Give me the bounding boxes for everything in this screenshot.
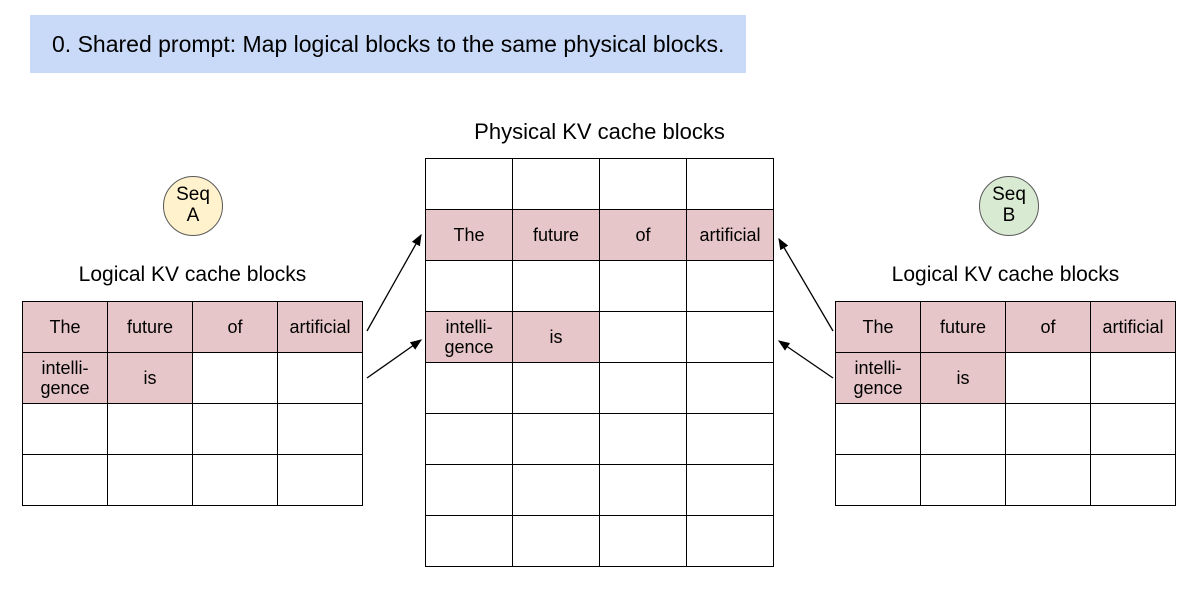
empty-cell — [426, 465, 513, 516]
empty-cell — [836, 404, 921, 455]
seq-b-badge: Seq B — [979, 176, 1039, 236]
empty-cell — [1006, 455, 1091, 506]
seq-a-badge: Seq A — [163, 176, 223, 236]
table-row — [23, 404, 363, 455]
seq-a-line1: Seq — [176, 184, 210, 206]
token-cell: intelli- gence — [426, 312, 513, 363]
token-cell: of — [1006, 302, 1091, 353]
arrow-seq-b-block0 — [778, 237, 834, 332]
title-banner: 0. Shared prompt: Map logical blocks to … — [30, 15, 747, 73]
empty-cell — [687, 312, 774, 363]
empty-cell — [687, 465, 774, 516]
empty-cell — [426, 414, 513, 465]
seq-b-line1: Seq — [992, 184, 1026, 206]
arrow-seq-a-block0 — [366, 233, 422, 332]
empty-cell — [836, 455, 921, 506]
empty-cell — [600, 516, 687, 567]
arrow-seq-b-block1 — [777, 340, 834, 379]
token-cell: of — [600, 210, 687, 261]
token-cell: is — [513, 312, 600, 363]
empty-cell — [513, 363, 600, 414]
empty-cell — [600, 465, 687, 516]
empty-cell — [23, 404, 108, 455]
empty-cell — [23, 455, 108, 506]
empty-cell — [426, 159, 513, 210]
token-cell: artificial — [1091, 302, 1176, 353]
token-cell: intelli- gence — [23, 353, 108, 404]
table-row — [23, 455, 363, 506]
empty-cell — [278, 404, 363, 455]
empty-cell — [1091, 404, 1176, 455]
token-cell: artificial — [278, 302, 363, 353]
token-cell: intelli- gence — [836, 353, 921, 404]
empty-cell — [600, 159, 687, 210]
empty-cell — [193, 404, 278, 455]
empty-cell — [426, 516, 513, 567]
empty-cell — [1006, 353, 1091, 404]
logical-a-table-label: Logical KV cache blocks — [78, 263, 307, 286]
empty-cell — [513, 465, 600, 516]
empty-cell — [687, 516, 774, 567]
empty-cell — [513, 159, 600, 210]
table-row — [426, 159, 774, 210]
empty-cell — [600, 261, 687, 312]
empty-cell — [1006, 404, 1091, 455]
empty-cell — [426, 261, 513, 312]
empty-cell — [921, 404, 1006, 455]
empty-cell — [687, 414, 774, 465]
seq-a-line2: A — [186, 205, 200, 226]
empty-cell — [1091, 455, 1176, 506]
token-cell: is — [921, 353, 1006, 404]
token-cell: future — [921, 302, 1006, 353]
empty-cell — [108, 404, 193, 455]
token-cell: is — [108, 353, 193, 404]
empty-cell — [600, 312, 687, 363]
token-cell: artificial — [687, 210, 774, 261]
physical-table-label: Physical KV cache blocks — [474, 119, 725, 144]
empty-cell — [921, 455, 1006, 506]
empty-cell — [687, 261, 774, 312]
table-row — [426, 516, 774, 567]
token-cell: of — [193, 302, 278, 353]
token-cell: future — [108, 302, 193, 353]
table-row — [426, 414, 774, 465]
token-cell: future — [513, 210, 600, 261]
empty-cell — [513, 261, 600, 312]
table-row — [426, 261, 774, 312]
empty-cell — [513, 414, 600, 465]
token-cell: The — [426, 210, 513, 261]
empty-cell — [600, 414, 687, 465]
empty-cell — [426, 363, 513, 414]
token-cell: The — [836, 302, 921, 353]
logical-b-table-label: Logical KV cache blocks — [891, 263, 1120, 286]
arrow-seq-a-block1 — [366, 339, 423, 379]
empty-cell — [513, 516, 600, 567]
table-row — [836, 404, 1176, 455]
empty-cell — [278, 353, 363, 404]
table-row — [836, 455, 1176, 506]
seq-b-line2: B — [1002, 205, 1016, 226]
token-cell: The — [23, 302, 108, 353]
empty-cell — [600, 363, 687, 414]
empty-cell — [1091, 353, 1176, 404]
empty-cell — [193, 353, 278, 404]
empty-cell — [687, 159, 774, 210]
empty-cell — [108, 455, 193, 506]
empty-cell — [193, 455, 278, 506]
empty-cell — [278, 455, 363, 506]
table-row — [426, 465, 774, 516]
table-row — [426, 363, 774, 414]
empty-cell — [687, 363, 774, 414]
